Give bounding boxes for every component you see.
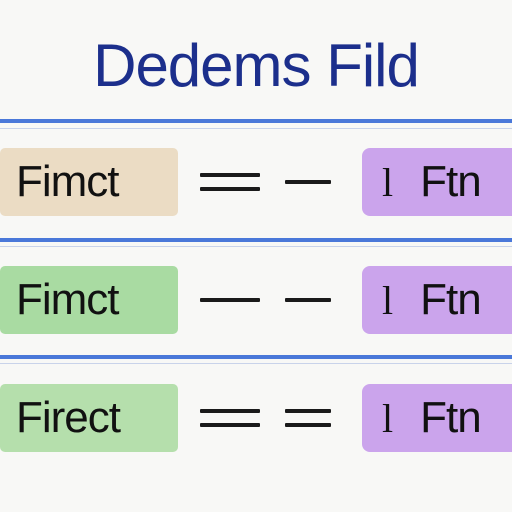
symbol-a-equals [200, 384, 260, 452]
symbol-b-minus [285, 148, 331, 216]
minus-stroke [285, 298, 331, 302]
term-box[interactable]: Fimct [0, 148, 178, 216]
symbol-a-minus [200, 266, 260, 334]
definition-box[interactable]: l Ftn [362, 384, 512, 452]
term-label: Fimct [16, 275, 120, 324]
divider-line [0, 355, 512, 359]
equals-stroke [285, 423, 331, 427]
term-box[interactable]: Firect [0, 384, 178, 452]
symbol-a-equals [200, 148, 260, 216]
equals-stroke [200, 409, 260, 413]
definition-box[interactable]: l Ftn [362, 266, 512, 334]
divider-line [0, 119, 512, 123]
symbol-b-equals [285, 384, 331, 452]
minus-stroke [200, 298, 260, 302]
definition-label: Ftn [420, 393, 482, 442]
definition-glyph: l [382, 278, 393, 323]
definition-box[interactable]: l Ftn [362, 148, 512, 216]
term-row: Fimct l Ftn [0, 148, 512, 266]
definition-glyph: l [382, 160, 393, 205]
equals-stroke [200, 173, 260, 177]
equals-stroke [285, 409, 331, 413]
divider-line-thin [0, 128, 512, 129]
term-label: Fimct [16, 157, 120, 206]
equals-stroke [200, 423, 260, 427]
symbol-b-minus [285, 266, 331, 334]
definition-glyph: l [382, 396, 393, 441]
term-label: Firect [16, 393, 121, 442]
minus-stroke [285, 180, 331, 184]
definition-label: Ftn [420, 275, 482, 324]
definition-label: Ftn [420, 157, 482, 206]
term-row: Fimct l Ftn [0, 266, 512, 384]
term-box[interactable]: Fimct [0, 266, 178, 334]
term-row: Firect l Ftn [0, 384, 512, 502]
page-title: Dedems Fild [93, 32, 420, 99]
divider-line [0, 238, 512, 242]
equals-stroke [200, 187, 260, 191]
divider-line-thin [0, 246, 512, 247]
divider-line-thin [0, 363, 512, 364]
